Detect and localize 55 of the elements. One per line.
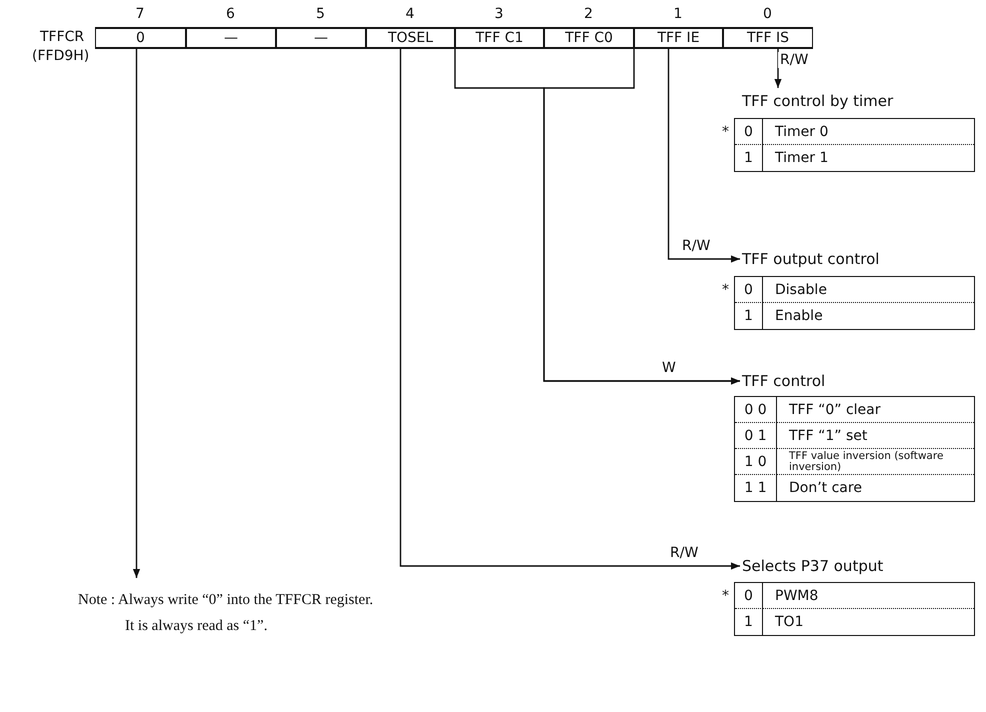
bit-value: 1 0 <box>735 449 777 475</box>
default-marker: * <box>722 124 729 140</box>
bit-number: 3 <box>494 6 504 22</box>
setting-description: TO1 <box>774 613 804 632</box>
bit-number: 1 <box>674 6 682 22</box>
register-bit-field: TOSEL <box>366 27 455 49</box>
register-address: (FFD9H) <box>32 48 90 64</box>
bit-number: 0 <box>763 6 772 22</box>
bit-value: 0 <box>735 277 763 303</box>
setting-description: Don’t care <box>788 479 863 498</box>
register-bit-field: TFF C0 <box>544 27 634 49</box>
arrow <box>132 49 140 578</box>
edge-label: R/W <box>668 545 700 561</box>
setting-heading: TFF output control <box>742 250 880 268</box>
bit-value: 0 <box>735 119 763 145</box>
register-bit-field: — <box>276 27 366 49</box>
setting-description: Enable <box>774 307 824 326</box>
setting-heading: TFF control <box>742 372 826 390</box>
arrow <box>543 49 740 385</box>
bit-number: 4 <box>406 6 414 22</box>
bit-value: 0 <box>735 583 763 609</box>
register-bit-field: — <box>186 27 276 49</box>
register-bit-field: TFF IS <box>723 27 813 49</box>
setting-description: TFF “1” set <box>777 423 974 449</box>
setting-description: Timer 1 <box>774 149 830 168</box>
arrow <box>774 49 782 88</box>
register-bit-field: 0 <box>95 27 186 49</box>
default-marker: * <box>722 282 729 298</box>
bit-value: 1 <box>735 609 763 635</box>
bit-number: 7 <box>136 6 144 22</box>
bit-number: 6 <box>226 6 235 22</box>
bit-value: 1 <box>735 303 763 329</box>
setting-description: PWM8 <box>763 583 974 609</box>
setting-description: TFF value inversion (software inversion) <box>777 449 974 475</box>
setting-description: TFF “0” clear <box>777 397 974 423</box>
note-text: It is always read as “1”. <box>125 618 268 635</box>
setting-description: Timer 0 <box>763 119 974 145</box>
default-marker: * <box>722 588 729 604</box>
arrow <box>668 49 740 263</box>
bit-value: 0 0 <box>735 397 777 423</box>
register-bit-field: TFF IE <box>634 27 723 49</box>
register-bit-field: TFF C1 <box>455 27 544 49</box>
setting-heading: TFF control by timer <box>742 92 894 110</box>
note-text: Note : Always write “0” into the TFFCR register. <box>78 592 374 609</box>
bit-number: 5 <box>316 6 325 22</box>
edge-label: R/W <box>778 52 810 68</box>
bit-number: 2 <box>584 6 593 22</box>
setting-description: Disable <box>763 277 974 303</box>
bit-value: 1 <box>735 145 763 171</box>
register-name: TFFCR <box>40 29 84 45</box>
bit-value: 0 1 <box>735 423 777 449</box>
edge-label: R/W <box>680 238 712 254</box>
setting-heading: Selects P37 output <box>742 557 884 575</box>
bit-value: 1 1 <box>735 475 777 501</box>
arrow <box>400 49 740 570</box>
